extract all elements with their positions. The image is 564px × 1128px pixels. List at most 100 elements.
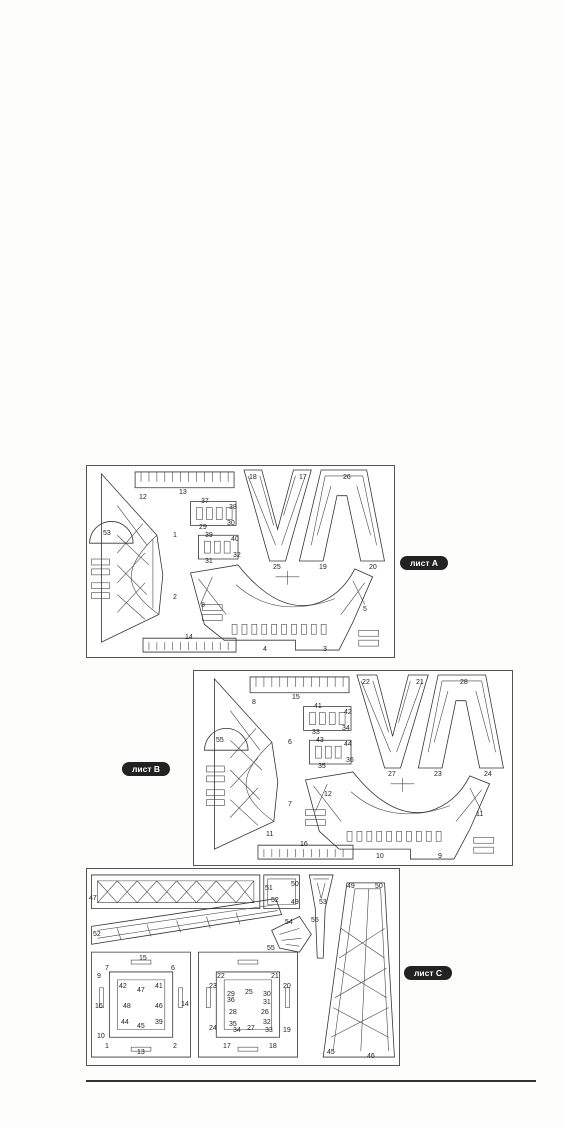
part-number: 34 [342,725,350,732]
part-number: 10 [376,853,384,860]
part-number: 11 [266,831,274,838]
part-number: 44 [344,741,352,748]
part-number: 29 [227,991,235,998]
part-number: 55 [311,917,319,924]
part-number: 51 [265,885,273,892]
part-number: 25 [273,564,281,571]
part-number: 32 [263,1019,271,1026]
part-number: 18 [269,1043,277,1050]
part-number: 34 [233,1027,241,1034]
part-number: 53 [103,530,111,537]
part-number: 32 [233,552,241,559]
part-number: 42 [344,709,352,716]
part-number: 33 [265,1027,273,1034]
part-number: 26 [343,474,351,481]
part-number: 49 [347,883,355,890]
part-number: 15 [139,955,147,962]
part-number: 47 [137,987,145,994]
part-number: 52 [271,897,279,904]
part-number: 20 [283,983,291,990]
part-number: 9 [438,853,442,860]
part-number: 55 [216,737,224,744]
part-number: 30 [263,991,271,998]
part-number: 50 [375,883,383,890]
part-number: 3 [323,646,327,653]
bottom-rule [86,1080,536,1082]
part-number: 27 [247,1025,255,1032]
part-number: 12 [324,791,332,798]
part-number: 16 [95,1003,103,1010]
sheet-a: 13 18 17 26 12 37 38 29 30 53 1 39 40 31… [86,465,395,658]
sheet-c-label: лист С [404,966,453,980]
part-number: 31 [263,999,271,1006]
part-number: 27 [388,771,396,778]
part-number: 44 [121,1019,129,1026]
part-number: 13 [137,1049,145,1056]
part-number: 41 [155,983,163,990]
part-number: 7 [105,965,109,972]
part-number: 46 [367,1053,375,1060]
part-number: 39 [155,1019,163,1026]
part-number: 26 [261,1009,269,1016]
sheet-b-label: лист B [122,762,171,776]
part-number: 9 [97,973,101,980]
part-number: 17 [299,474,307,481]
part-number: 55 [267,945,275,952]
part-number: 43 [316,737,324,744]
part-number: 41 [314,703,322,710]
part-number: 21 [416,679,424,686]
part-number: 33 [312,729,320,736]
part-number: 22 [362,679,370,686]
part-number: 54 [285,919,293,926]
part-number: 46 [155,1003,163,1010]
part-number: 45 [137,1023,145,1030]
part-number: 16 [300,841,308,848]
part-number: 42 [119,983,127,990]
part-number: 1 [105,1043,109,1050]
part-number: 48 [123,1003,131,1010]
part-number: 39 [205,532,213,539]
sheet-c: 47 51 50 52 49 53 54 55 55 52 49 50 15 7… [86,868,400,1066]
part-number: 25 [245,989,253,996]
part-number: 15 [292,694,300,701]
part-number: 40 [231,536,239,543]
part-number: 18 [249,474,257,481]
part-number: 6 [288,739,292,746]
part-number: 20 [369,564,377,571]
part-number: 22 [217,973,225,980]
part-number: 47 [89,895,97,902]
part-number: 28 [229,1009,237,1016]
part-number: 30 [227,520,235,527]
part-number: 31 [205,558,213,565]
part-number: 11 [476,811,484,818]
part-number: 1 [173,532,177,539]
part-number: 12 [139,494,147,501]
part-number: 23 [209,983,217,990]
part-number: 37 [201,498,209,505]
part-number: 23 [434,771,442,778]
part-number: 35 [318,763,326,770]
part-number: 14 [185,634,193,641]
part-number: 36 [227,997,235,1004]
part-number: 13 [179,489,187,496]
part-number: 50 [291,881,299,888]
part-number: 7 [288,801,292,808]
sheet-a-drawing [89,469,385,653]
part-number: 2 [173,1043,177,1050]
sheet-b: 15 22 21 28 8 41 42 33 34 55 6 43 44 35 … [193,670,513,866]
part-number: 17 [223,1043,231,1050]
part-number: 38 [229,504,237,511]
part-number: 19 [319,564,327,571]
part-number: 14 [181,1001,189,1008]
sheet-b-drawing [204,674,504,860]
part-number: 2 [173,594,177,601]
part-number: 19 [283,1027,291,1034]
part-number: 6 [171,965,175,972]
part-number: 28 [460,679,468,686]
part-number: 8 [201,602,205,609]
part-number: 53 [319,899,327,906]
part-number: 29 [199,524,207,531]
part-number: 10 [97,1033,105,1040]
part-number: 35 [229,1021,237,1028]
part-number: 36 [346,757,354,764]
